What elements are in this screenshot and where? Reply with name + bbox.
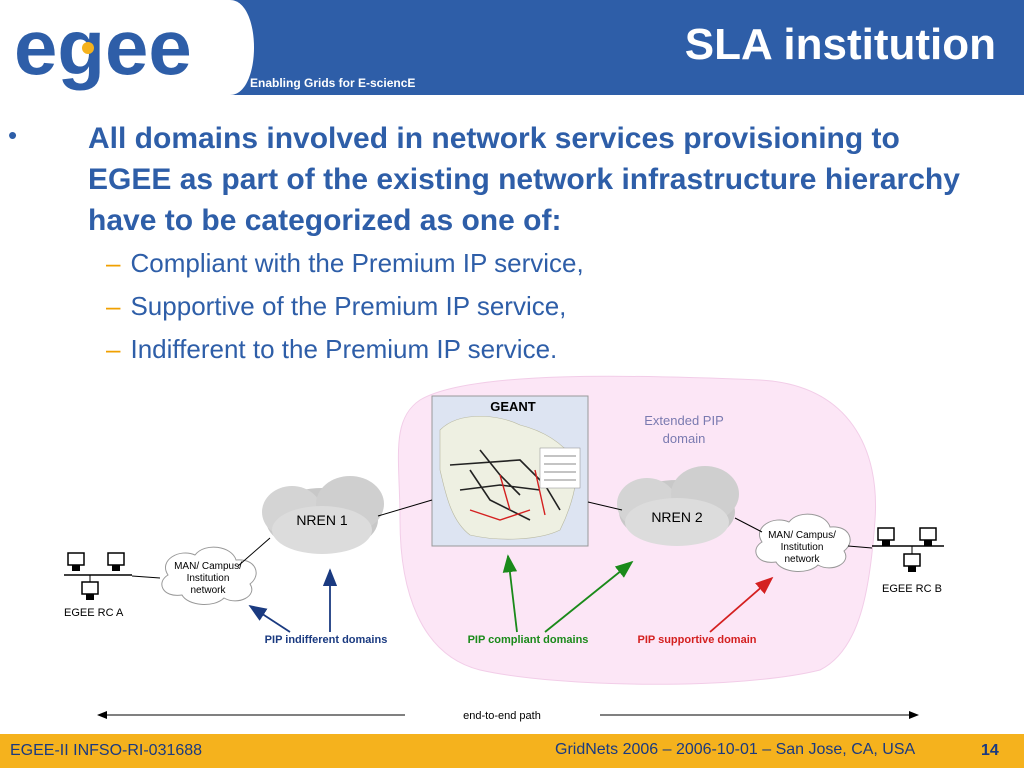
- man-left-line-2: Institution: [187, 573, 230, 584]
- computer-icon: [877, 527, 895, 541]
- man-right-line-2: Institution: [781, 542, 824, 553]
- sub-bullet-label: Indifferent to the Premium IP service.: [130, 334, 558, 364]
- project-id: EGEE-II INFSO-RI-031688: [10, 742, 203, 759]
- link-rc-a-man-left: [131, 575, 161, 579]
- logo-tagline: Enabling Grids for E-sciencE: [250, 76, 416, 90]
- nren1-label: NREN 1: [296, 512, 348, 528]
- egee-logo: egee: [0, 0, 430, 95]
- bullet-marker: •: [8, 120, 18, 150]
- event-info: GridNets 2006 – 2006-10-01 – San Jose, C…: [555, 741, 916, 758]
- man-left-line-1: MAN/ Campus/: [174, 561, 242, 572]
- extended-pip-label-2: domain: [663, 431, 706, 446]
- pip-indifferent-label: PIP indifferent domains: [265, 634, 388, 646]
- man-right-line-3: network: [784, 554, 820, 565]
- egee-rc-a: EGEE RC A: [64, 552, 132, 619]
- logo-wordmark: egee: [14, 3, 192, 91]
- link-man-right-rc-b: [847, 545, 873, 549]
- computer-icon: [81, 581, 99, 595]
- link-man-left-nren1: [237, 537, 271, 567]
- egee-logo-graphic: egee: [0, 0, 254, 95]
- arrow-indifferent-man: [248, 605, 291, 633]
- extended-pip-label-1: Extended PIP: [644, 413, 724, 428]
- geant-map: GEANT: [431, 395, 589, 547]
- arrow-compliant-nren2: [544, 560, 634, 633]
- link-nren1-geant: [377, 499, 433, 517]
- sub-bullet-supportive: –Supportive of the Premium IP service,: [106, 291, 566, 322]
- dash-marker: –: [106, 248, 121, 278]
- computer-icon: [903, 553, 921, 567]
- sub-bullet-label: Supportive of the Premium IP service,: [130, 291, 567, 321]
- link-geant-nren2: [587, 501, 623, 511]
- man-left-line-3: network: [190, 585, 226, 596]
- computer-icon: [107, 552, 125, 566]
- pip-compliant-label: PIP compliant domains: [468, 634, 589, 646]
- dash-marker: –: [106, 334, 121, 364]
- pip-supportive-label: PIP supportive domain: [638, 634, 757, 646]
- man-left-cloud: MAN/ Campus/ Institution network: [161, 546, 257, 605]
- main-bullet-text: All domains involved in network services…: [88, 122, 960, 237]
- page-number: 14: [981, 742, 999, 759]
- nren2-label: NREN 2: [651, 509, 703, 525]
- arrow-compliant-geant: [502, 554, 518, 633]
- egee-rc-a-label: EGEE RC A: [64, 607, 124, 619]
- nren2-cloud: NREN 2: [617, 466, 739, 546]
- man-right-line-1: MAN/ Campus/: [768, 530, 836, 541]
- man-right-cloud: MAN/ Campus/ Institution network: [755, 513, 851, 572]
- link-nren2-man-right: [734, 517, 763, 533]
- egee-rc-b: EGEE RC B: [872, 527, 944, 595]
- dash-marker: –: [106, 291, 121, 321]
- slide-footer: EGEE-II INFSO-RI-031688 GridNets 2006 – …: [0, 734, 1024, 768]
- computer-icon: [919, 527, 937, 541]
- egee-rc-b-label: EGEE RC B: [882, 583, 942, 595]
- end-to-end-label: end-to-end path: [463, 710, 541, 722]
- arrow-supportive-man: [709, 576, 774, 633]
- slide-header: egee Enabling Grids for E-sciencE SLA in…: [0, 0, 1024, 95]
- sub-bullet-indifferent: –Indifferent to the Premium IP service.: [106, 334, 557, 365]
- geant-label: GEANT: [490, 399, 536, 414]
- network-diagram: Extended PIP domain GEANT NREN 1 NREN 2 …: [64, 375, 944, 722]
- page-title: SLA institution: [684, 20, 996, 69]
- nren1-cloud: NREN 1: [262, 476, 384, 554]
- sub-bullet-compliant: –Compliant with the Premium IP service,: [106, 248, 584, 279]
- sub-bullet-label: Compliant with the Premium IP service,: [130, 248, 584, 278]
- computer-icon: [67, 552, 85, 566]
